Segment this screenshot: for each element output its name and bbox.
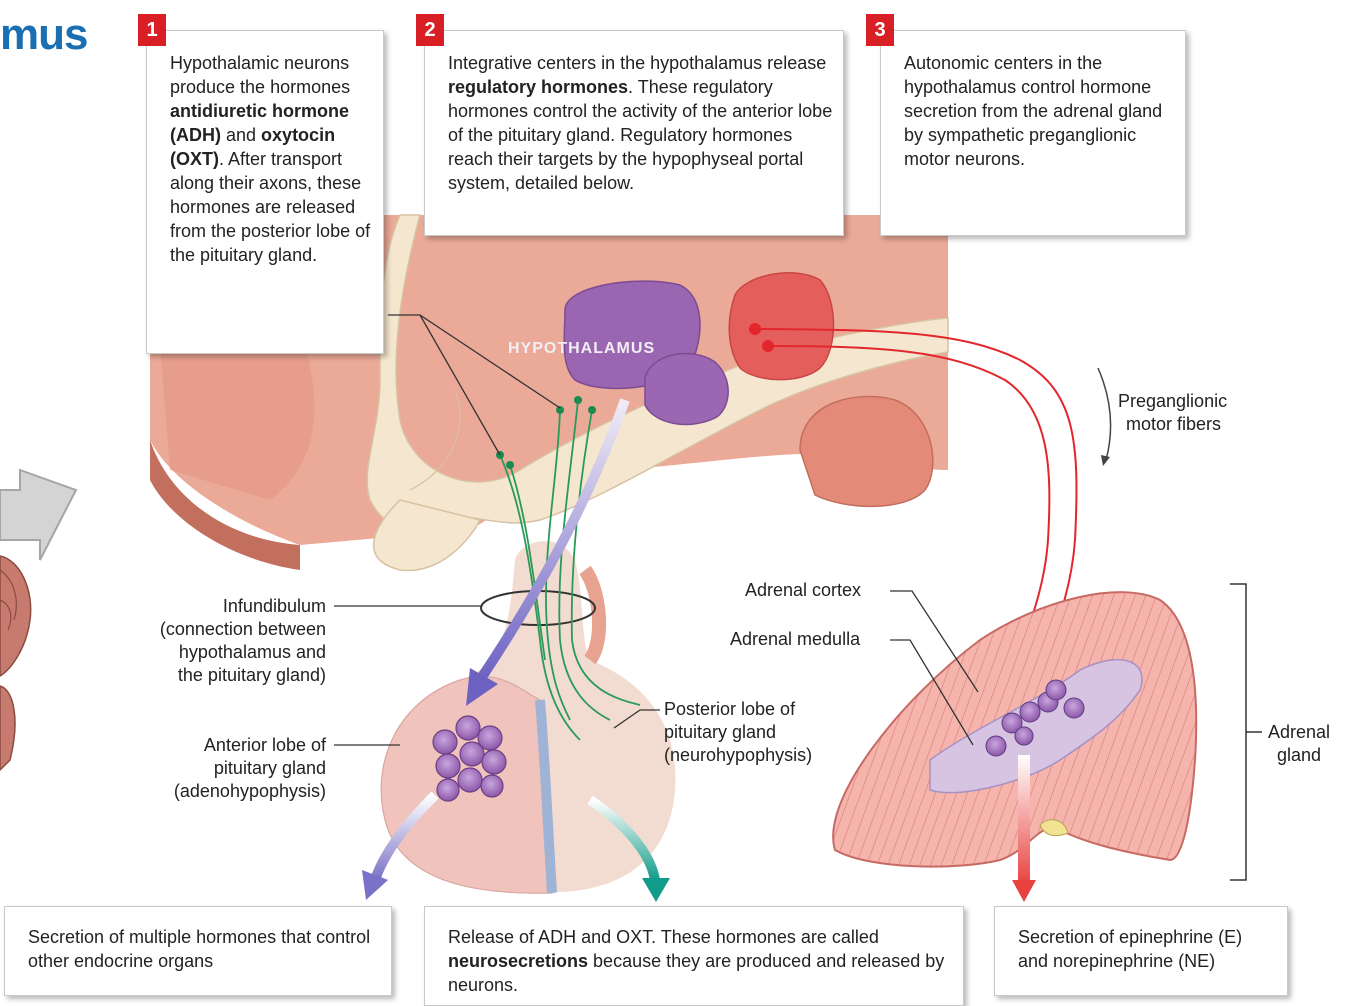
infundibulum-label-line-2: (connection between bbox=[160, 618, 326, 641]
bold-term: regulatory hormones bbox=[448, 77, 628, 97]
fiber-direction-arrow bbox=[1098, 368, 1111, 466]
mammillary-body bbox=[800, 397, 933, 507]
infundibulum-label-line-1: Infundibulum bbox=[160, 595, 326, 618]
anterior-lobe-label-line-3: (adenohypophysis) bbox=[174, 780, 326, 803]
adrenal-gland-bracket bbox=[1230, 584, 1262, 880]
bold-term: neurosecretions bbox=[448, 951, 588, 971]
hypothalamus-label: HYPOTHALAMUS bbox=[508, 340, 655, 358]
infundibulum-label: Infundibulum (connection between hypotha… bbox=[160, 595, 326, 687]
page-title: mus bbox=[0, 10, 87, 60]
step-1-text: Hypothalamic neurons produce the hormone… bbox=[170, 51, 373, 267]
step-3-badge: 3 bbox=[866, 14, 894, 46]
step-1-box: Hypothalamic neurons produce the hormone… bbox=[146, 30, 384, 354]
outcome-anterior-box: Secretion of multiple hormones that cont… bbox=[4, 906, 392, 996]
outcome-adrenal-text: Secretion of epinephrine (E) and norepin… bbox=[1018, 925, 1277, 973]
step-2-text: Integrative centers in the hypothalamus … bbox=[448, 51, 833, 195]
preganglionic-label-line-2: motor fibers bbox=[1118, 413, 1227, 436]
text-segment: Autonomic centers in the hypothalamus co… bbox=[904, 53, 1162, 169]
posterior-lobe-label-line-3: (neurohypophysis) bbox=[664, 744, 812, 767]
anterior-lobe-label-line-2: pituitary gland bbox=[174, 757, 326, 780]
big-gray-arrow bbox=[0, 470, 76, 560]
step-3-box: Autonomic centers in the hypothalamus co… bbox=[880, 30, 1186, 236]
step-2-badge: 2 bbox=[416, 14, 444, 46]
text-segment: and bbox=[221, 125, 261, 145]
posterior-lobe-label-line-1: Posterior lobe of bbox=[664, 698, 812, 721]
text-segment: Integrative centers in the hypothalamus … bbox=[448, 53, 826, 73]
adrenal-gland-label-line-1: Adrenal bbox=[1268, 721, 1330, 744]
posterior-lobe-label-line-2: pituitary gland bbox=[664, 721, 812, 744]
infundibulum-label-line-4: the pituitary gland) bbox=[160, 664, 326, 687]
anterior-lobe-label: Anterior lobe of pituitary gland (adenoh… bbox=[174, 734, 326, 803]
outcome-adrenal-box: Secretion of epinephrine (E) and norepin… bbox=[994, 906, 1288, 996]
outcome-posterior-box: Release of ADH and OXT. These hormones a… bbox=[424, 906, 964, 1006]
outcome-anterior-text: Secretion of multiple hormones that cont… bbox=[28, 925, 381, 973]
adrenal-gland-label-line-2: gland bbox=[1268, 744, 1330, 767]
text-segment: Secretion of epinephrine (E) and norepin… bbox=[1018, 927, 1242, 971]
outcome-posterior-text: Release of ADH and OXT. These hormones a… bbox=[448, 925, 953, 997]
infundibulum-label-line-3: hypothalamus and bbox=[160, 641, 326, 664]
autonomic-center bbox=[729, 273, 833, 380]
adrenal-gland-label: Adrenal gland bbox=[1268, 721, 1330, 767]
step-1-badge: 1 bbox=[138, 14, 166, 46]
text-segment: Hypothalamic neurons produce the hormone… bbox=[170, 53, 350, 97]
text-segment: Release of ADH and OXT. These hormones a… bbox=[448, 927, 879, 947]
step-2-box: Integrative centers in the hypothalamus … bbox=[424, 30, 844, 236]
posterior-lobe-label: Posterior lobe of pituitary gland (neuro… bbox=[664, 698, 812, 767]
text-segment: Secretion of multiple hormones that cont… bbox=[28, 927, 370, 971]
step-3-text: Autonomic centers in the hypothalamus co… bbox=[904, 51, 1175, 171]
anterior-lobe-label-line-1: Anterior lobe of bbox=[174, 734, 326, 757]
preganglionic-label-line-1: Preganglionic bbox=[1118, 390, 1227, 413]
adrenal-cortex-label: Adrenal cortex bbox=[745, 579, 861, 602]
brain-illustration bbox=[0, 556, 31, 770]
preganglionic-label: Preganglionic motor fibers bbox=[1118, 390, 1227, 436]
adrenal-medulla-label: Adrenal medulla bbox=[730, 628, 860, 651]
